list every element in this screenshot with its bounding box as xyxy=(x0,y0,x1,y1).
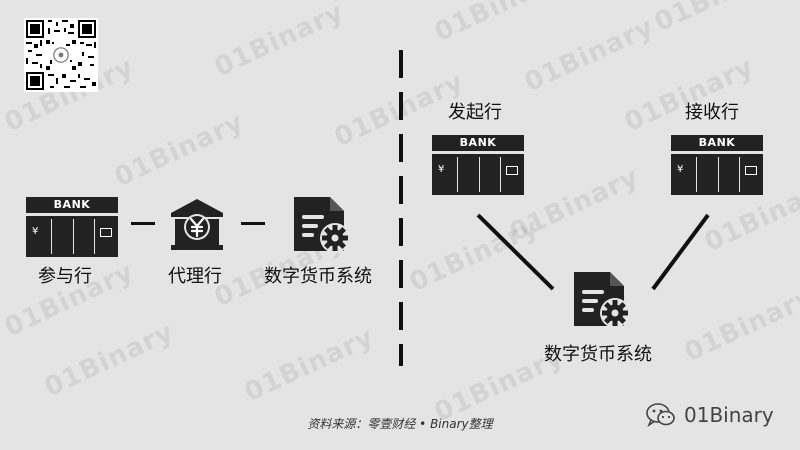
bank-sign: BANK xyxy=(671,135,763,151)
agent-bank-icon xyxy=(167,197,227,251)
dashed-divider xyxy=(399,50,403,366)
atm-icon xyxy=(506,166,518,175)
digital-currency-system-label: 数字货币系统 xyxy=(264,266,372,287)
bank-sign: BANK xyxy=(26,197,118,213)
atm-icon xyxy=(100,228,112,237)
brand-mark: 01Binary xyxy=(646,400,774,430)
participant-bank-label: 参与行 xyxy=(38,266,92,287)
connector-dash xyxy=(241,222,265,225)
digital-currency-system-icon xyxy=(290,193,354,255)
agent-bank-label: 代理行 xyxy=(168,266,222,287)
digital-currency-system-label: 数字货币系统 xyxy=(544,344,652,365)
receiver-bank-label: 接收行 xyxy=(685,102,739,123)
source-caption: 资料来源：零壹财经 • Binary整理 xyxy=(307,417,493,431)
issuer-bank-label: 发起行 xyxy=(448,102,502,123)
qr-code xyxy=(24,18,98,92)
participant-bank-icon: BANK ¥ xyxy=(26,197,118,257)
issuer-bank-icon: BANK ¥ xyxy=(432,135,524,195)
yen-icon: ¥ xyxy=(32,226,39,237)
wechat-icon xyxy=(646,402,676,428)
brand-name: 01Binary xyxy=(684,403,774,427)
digital-currency-system-icon xyxy=(570,268,634,330)
atm-icon xyxy=(745,166,757,175)
connector-dash xyxy=(131,222,155,225)
issuer-to-system-line xyxy=(476,213,555,291)
receiver-to-system-line xyxy=(651,213,710,291)
bank-sign: BANK xyxy=(432,135,524,151)
yen-icon: ¥ xyxy=(677,164,684,175)
receiver-bank-icon: BANK ¥ xyxy=(671,135,763,195)
yen-icon: ¥ xyxy=(438,164,445,175)
